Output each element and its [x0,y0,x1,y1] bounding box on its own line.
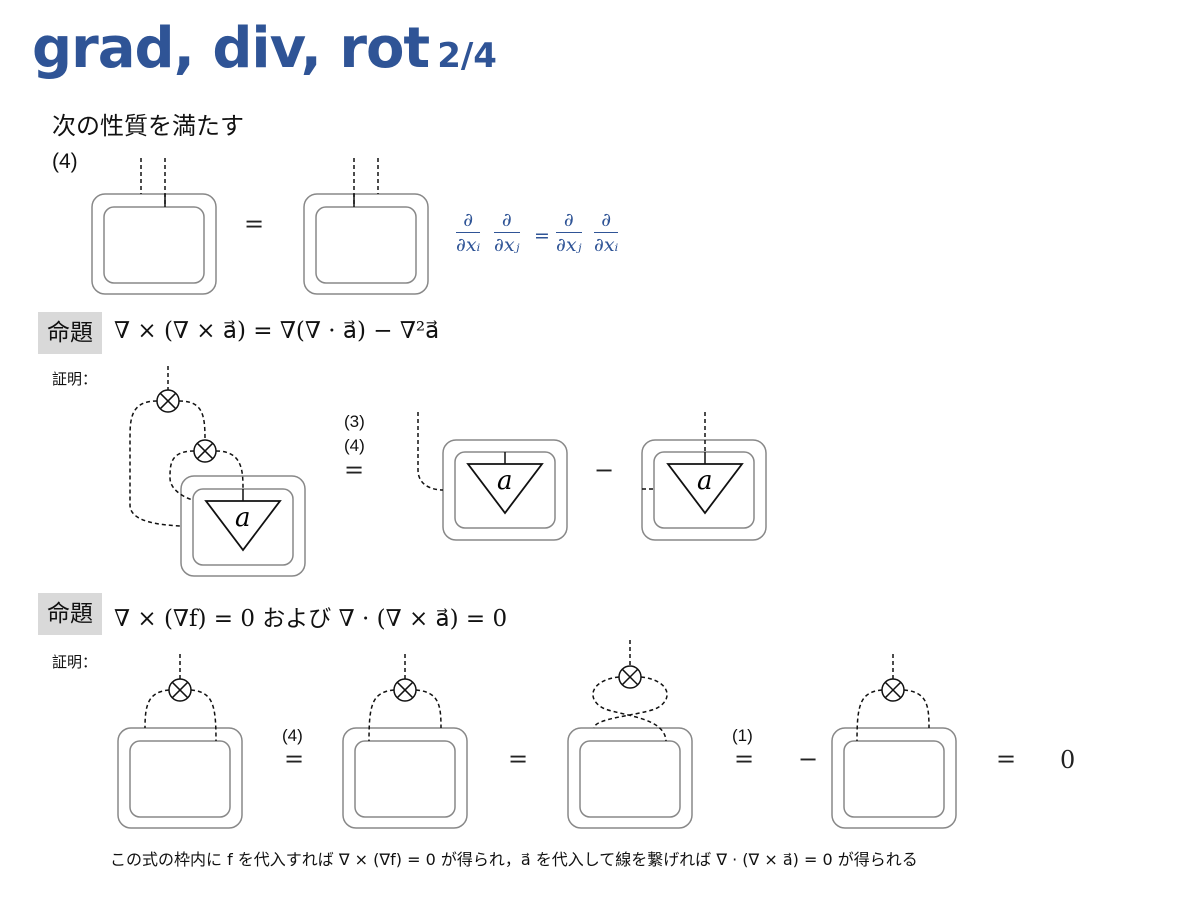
proposition-2-equals-4: = [996,745,1017,773]
frac-rhs-2: ∂ ∂xᵢ [594,208,619,257]
proposition-2-equals-2: = [508,745,529,773]
proposition-2-proof-label: 証明： [52,653,98,671]
proposition-2-otimes-3 [618,665,642,689]
proposition-2-box-4 [831,727,957,829]
property-4-lhs-box [91,193,217,295]
property-4-rhs-box [303,193,429,295]
proposition-1-right-wires [642,412,706,490]
proposition-2-equals-1: = [284,745,305,773]
proposition-1-step-label-4: (4) [344,436,365,455]
frac-rhs-1: ∂ ∂xⱼ [556,208,582,257]
title-page-number: 2/4 [437,36,497,76]
proposition-1-proof-label: 証明： [52,370,98,388]
frac-lhs-2-den: ∂xⱼ [494,234,520,256]
property-4-rhs-lines [353,158,379,207]
proposition-2-formula: ∇ × (∇f) = 0 および ∇ · (∇ × a⃗) = 0 [114,606,508,632]
title-main: grad, div, rot [32,16,430,81]
property-4-label: (4) [52,150,78,173]
formula-equals: = [534,225,550,247]
proposition-2-otimes-4 [881,678,905,702]
proposition-1-right-box [641,439,767,541]
proposition-2-otimes-2 [393,678,417,702]
proposition-1-equals: = [344,456,365,484]
proposition-1-formula: ∇ × (∇ × a⃗) = ∇(∇ · a⃗) − ∇²a⃗ [114,318,440,344]
proposition-1-step-label-3: (3) [344,412,365,431]
proposition-2-step-label-1: (1) [732,726,753,745]
proposition-1-middle-wires [417,412,506,491]
intro-text: 次の性質を満たす [52,112,244,140]
proposition-1-middle-triangle: a [466,463,544,515]
proposition-2-step-label-4: (4) [282,726,303,745]
proposition-2-box-3 [567,727,693,829]
proposition-2-equals-3: = [734,745,755,773]
proposition-2-wires-3 [592,640,668,742]
property-4-lhs-lines [140,158,166,207]
proposition-1-tag: 命題 [38,312,102,354]
proposition-1-right-triangle: a [666,463,744,515]
proposition-1-left-wires [129,366,244,527]
proposition-1-left-otimes-top [156,389,180,413]
proposition-2-box-2 [342,727,468,829]
frac-lhs-2: ∂ ∂xⱼ [494,208,520,257]
triangle-a-label: a [235,503,251,533]
frac-lhs-1: ∂ ∂xᵢ [456,208,481,257]
proposition-1-minus: − [594,456,615,484]
frac-rhs-2-den: ∂xᵢ [594,234,619,256]
proposition-2-otimes-1 [168,678,192,702]
proposition-1-left-otimes-inner [193,439,217,463]
triangle-a-label: a [497,466,513,496]
proposition-2-minus: − [798,745,819,773]
proposition-2-wires-4 [856,654,930,742]
proposition-2-tag: 命題 [38,593,102,635]
triangle-a-label: a [697,466,713,496]
proposition-2-wires-1 [144,654,217,742]
frac-rhs-2-num: ∂ [594,208,619,233]
proposition-1-left-triangle: a [204,489,282,552]
proposition-2-box-1 [117,727,243,829]
proposition-2-result: 0 [1060,746,1076,774]
frac-lhs-2-num: ∂ [494,208,520,233]
property-4-equals: = [244,210,265,238]
frac-lhs-1-den: ∂xᵢ [456,234,481,256]
frac-lhs-1-num: ∂ [456,208,481,233]
caption: この式の枠内に f を代入すれば ∇ × (∇f) = 0 が得られ，a⃗ を代… [110,850,918,869]
frac-rhs-1-den: ∂xⱼ [556,234,582,256]
proposition-2-wires-2 [368,654,442,742]
frac-rhs-1-num: ∂ [556,208,582,233]
